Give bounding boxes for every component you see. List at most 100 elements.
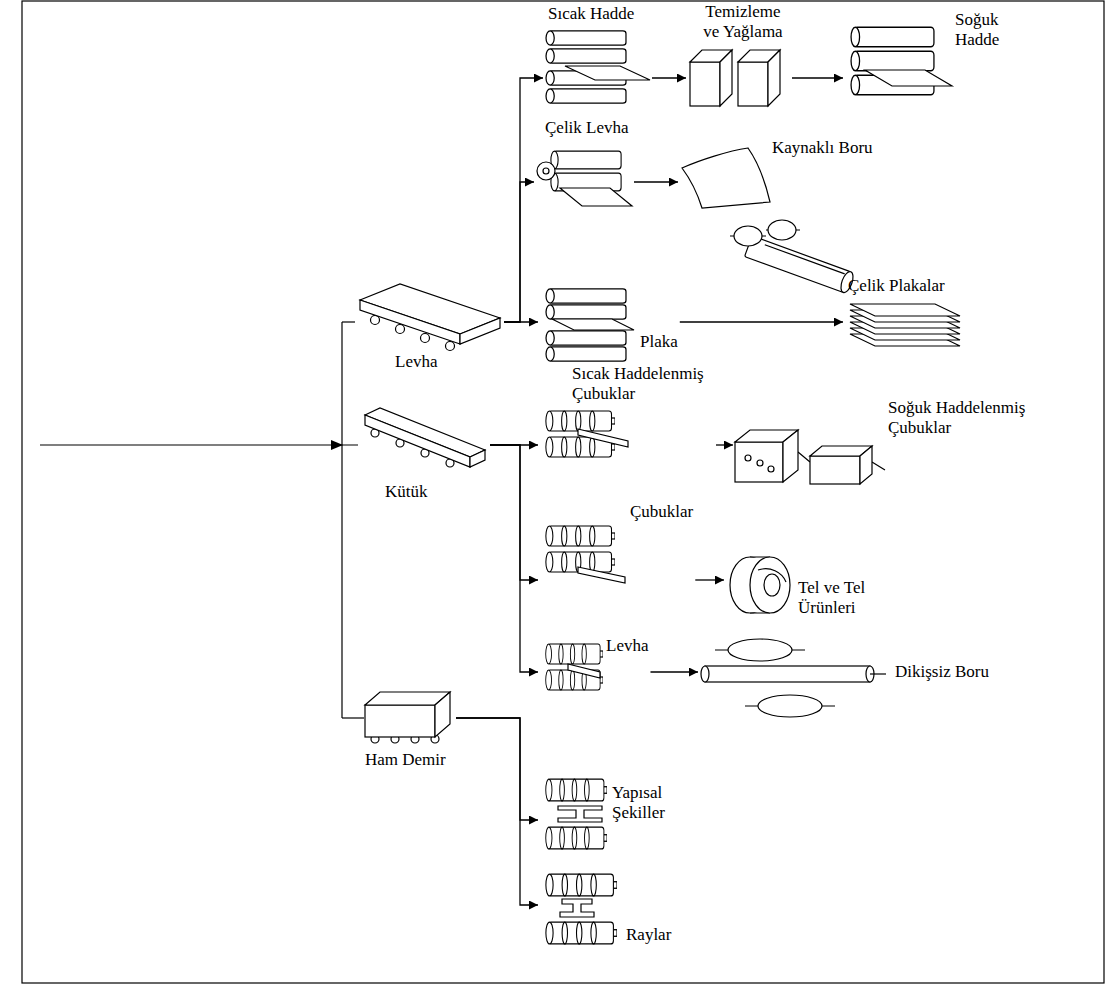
conveyor-roller [421, 334, 430, 343]
flow-arrow [634, 181, 678, 182]
wire-end [758, 569, 786, 582]
grooved-roll [546, 411, 615, 431]
drawing-bench-figure [735, 430, 885, 484]
rolled-sheet [560, 188, 632, 206]
stage-label: Levha [395, 352, 437, 372]
cleaning-tanks-figure [690, 50, 780, 106]
stage-label: Soğuk Hadde [955, 10, 1017, 49]
mandrel [870, 673, 886, 674]
stage-label: Sıcak Hadde [548, 4, 634, 24]
flow-arrow [650, 671, 698, 672]
flow-arrow [695, 579, 724, 580]
carriage-front [810, 456, 860, 484]
coil-core [764, 574, 780, 596]
mill-roll [546, 305, 626, 319]
mill-roll [551, 151, 621, 169]
pipe-body [745, 236, 851, 293]
billet-figure [365, 408, 485, 467]
slab-figure [360, 284, 500, 351]
flow-arrow [490, 445, 538, 580]
mill-roll [851, 51, 934, 71]
stage-node: Plaka [538, 284, 680, 366]
pipe [745, 236, 856, 294]
grooved-roll [546, 874, 617, 896]
stage-label: Temizleme ve Yağlama [696, 2, 790, 41]
stage-label: Çelik Plakalar [848, 276, 945, 296]
grooved-roll [546, 779, 607, 801]
feed-arrowhead [331, 440, 343, 450]
grooved-roll [546, 644, 603, 664]
stage-label: Dikişsiz Boru [895, 662, 989, 682]
cold-mill-figure [851, 27, 952, 95]
pipe-body [705, 666, 870, 682]
stage-node: Sıcak Hadde [543, 2, 652, 110]
die-side [783, 430, 798, 482]
bloom-front [365, 705, 435, 737]
rolled-sheet [865, 70, 952, 86]
weld-seam [765, 245, 845, 274]
tank-front [690, 62, 720, 106]
steel-plate [850, 304, 960, 316]
flow-arrow [504, 182, 534, 322]
bloom-figure [365, 692, 450, 743]
stage-label: Soğuk Haddelenmiş Çubuklar [888, 398, 1034, 437]
rolled-rod [578, 567, 625, 583]
stage-node: Temizleme ve Yağlama [686, 0, 792, 110]
curling-strip [682, 148, 770, 208]
plate-mill-figure [546, 289, 634, 361]
seamless-pipe-figure [701, 639, 886, 717]
feed-line [341, 322, 342, 718]
stage-label: Raylar [626, 925, 671, 945]
stage-label: Tel ve Tel Ürünleri [798, 578, 898, 617]
tank-front [738, 62, 768, 106]
feed-line [40, 444, 358, 445]
stage-node: Kaynaklı Boru [678, 136, 875, 300]
section-mill-figure [546, 779, 607, 849]
stage-node: Levha [353, 273, 504, 374]
stage-node: Çelik Levha [534, 116, 634, 214]
sheet-mill-figure [537, 151, 632, 206]
flow-arrow [504, 321, 538, 322]
stage-node: Çelik Plakalar [843, 274, 965, 350]
hot-mill-figure [546, 31, 650, 103]
billet-front [365, 415, 470, 467]
conveyor-roller [396, 325, 405, 334]
frame [22, 1, 1104, 983]
carriage-side [860, 446, 872, 484]
stage-node: Ham Demir [360, 688, 456, 772]
mill-roll [546, 89, 626, 103]
feed-lines [40, 322, 364, 718]
welded-pipe-figure [682, 148, 855, 294]
billet-side [470, 450, 485, 467]
grooved-roll [546, 827, 607, 849]
piercing-roll [758, 695, 822, 717]
coil-front [750, 557, 790, 613]
bar-mill-figure [546, 411, 628, 457]
rolled-bar [578, 429, 628, 447]
mill-roll [851, 27, 934, 47]
grooved-roll [546, 922, 617, 944]
stage-label: Yapısal Şekiller [612, 783, 694, 822]
stage-label: Kaynaklı Boru [772, 138, 873, 158]
conveyor-roller [446, 342, 455, 351]
drive-gear [537, 162, 555, 180]
stage-label: Çelik Levha [545, 118, 629, 138]
stage-node: Dikişsiz Boru [698, 634, 991, 722]
slab-front [360, 300, 460, 344]
die-hole [745, 455, 751, 461]
rolled-plate [552, 319, 634, 330]
flow-arrow [456, 718, 538, 820]
stage-node: Tel ve Tel Ürünleri [724, 553, 900, 619]
rod-mill-figure [546, 526, 625, 583]
flow-arrow [652, 77, 686, 78]
conveyor-roller [371, 316, 380, 325]
stage-label: Plaka [640, 332, 678, 352]
forming-roller [734, 226, 762, 246]
drive-hub [543, 168, 549, 174]
rolled-round [568, 664, 600, 678]
die-hole [757, 460, 763, 466]
stage-node: Kütük [356, 402, 490, 504]
feed-line [342, 321, 355, 322]
